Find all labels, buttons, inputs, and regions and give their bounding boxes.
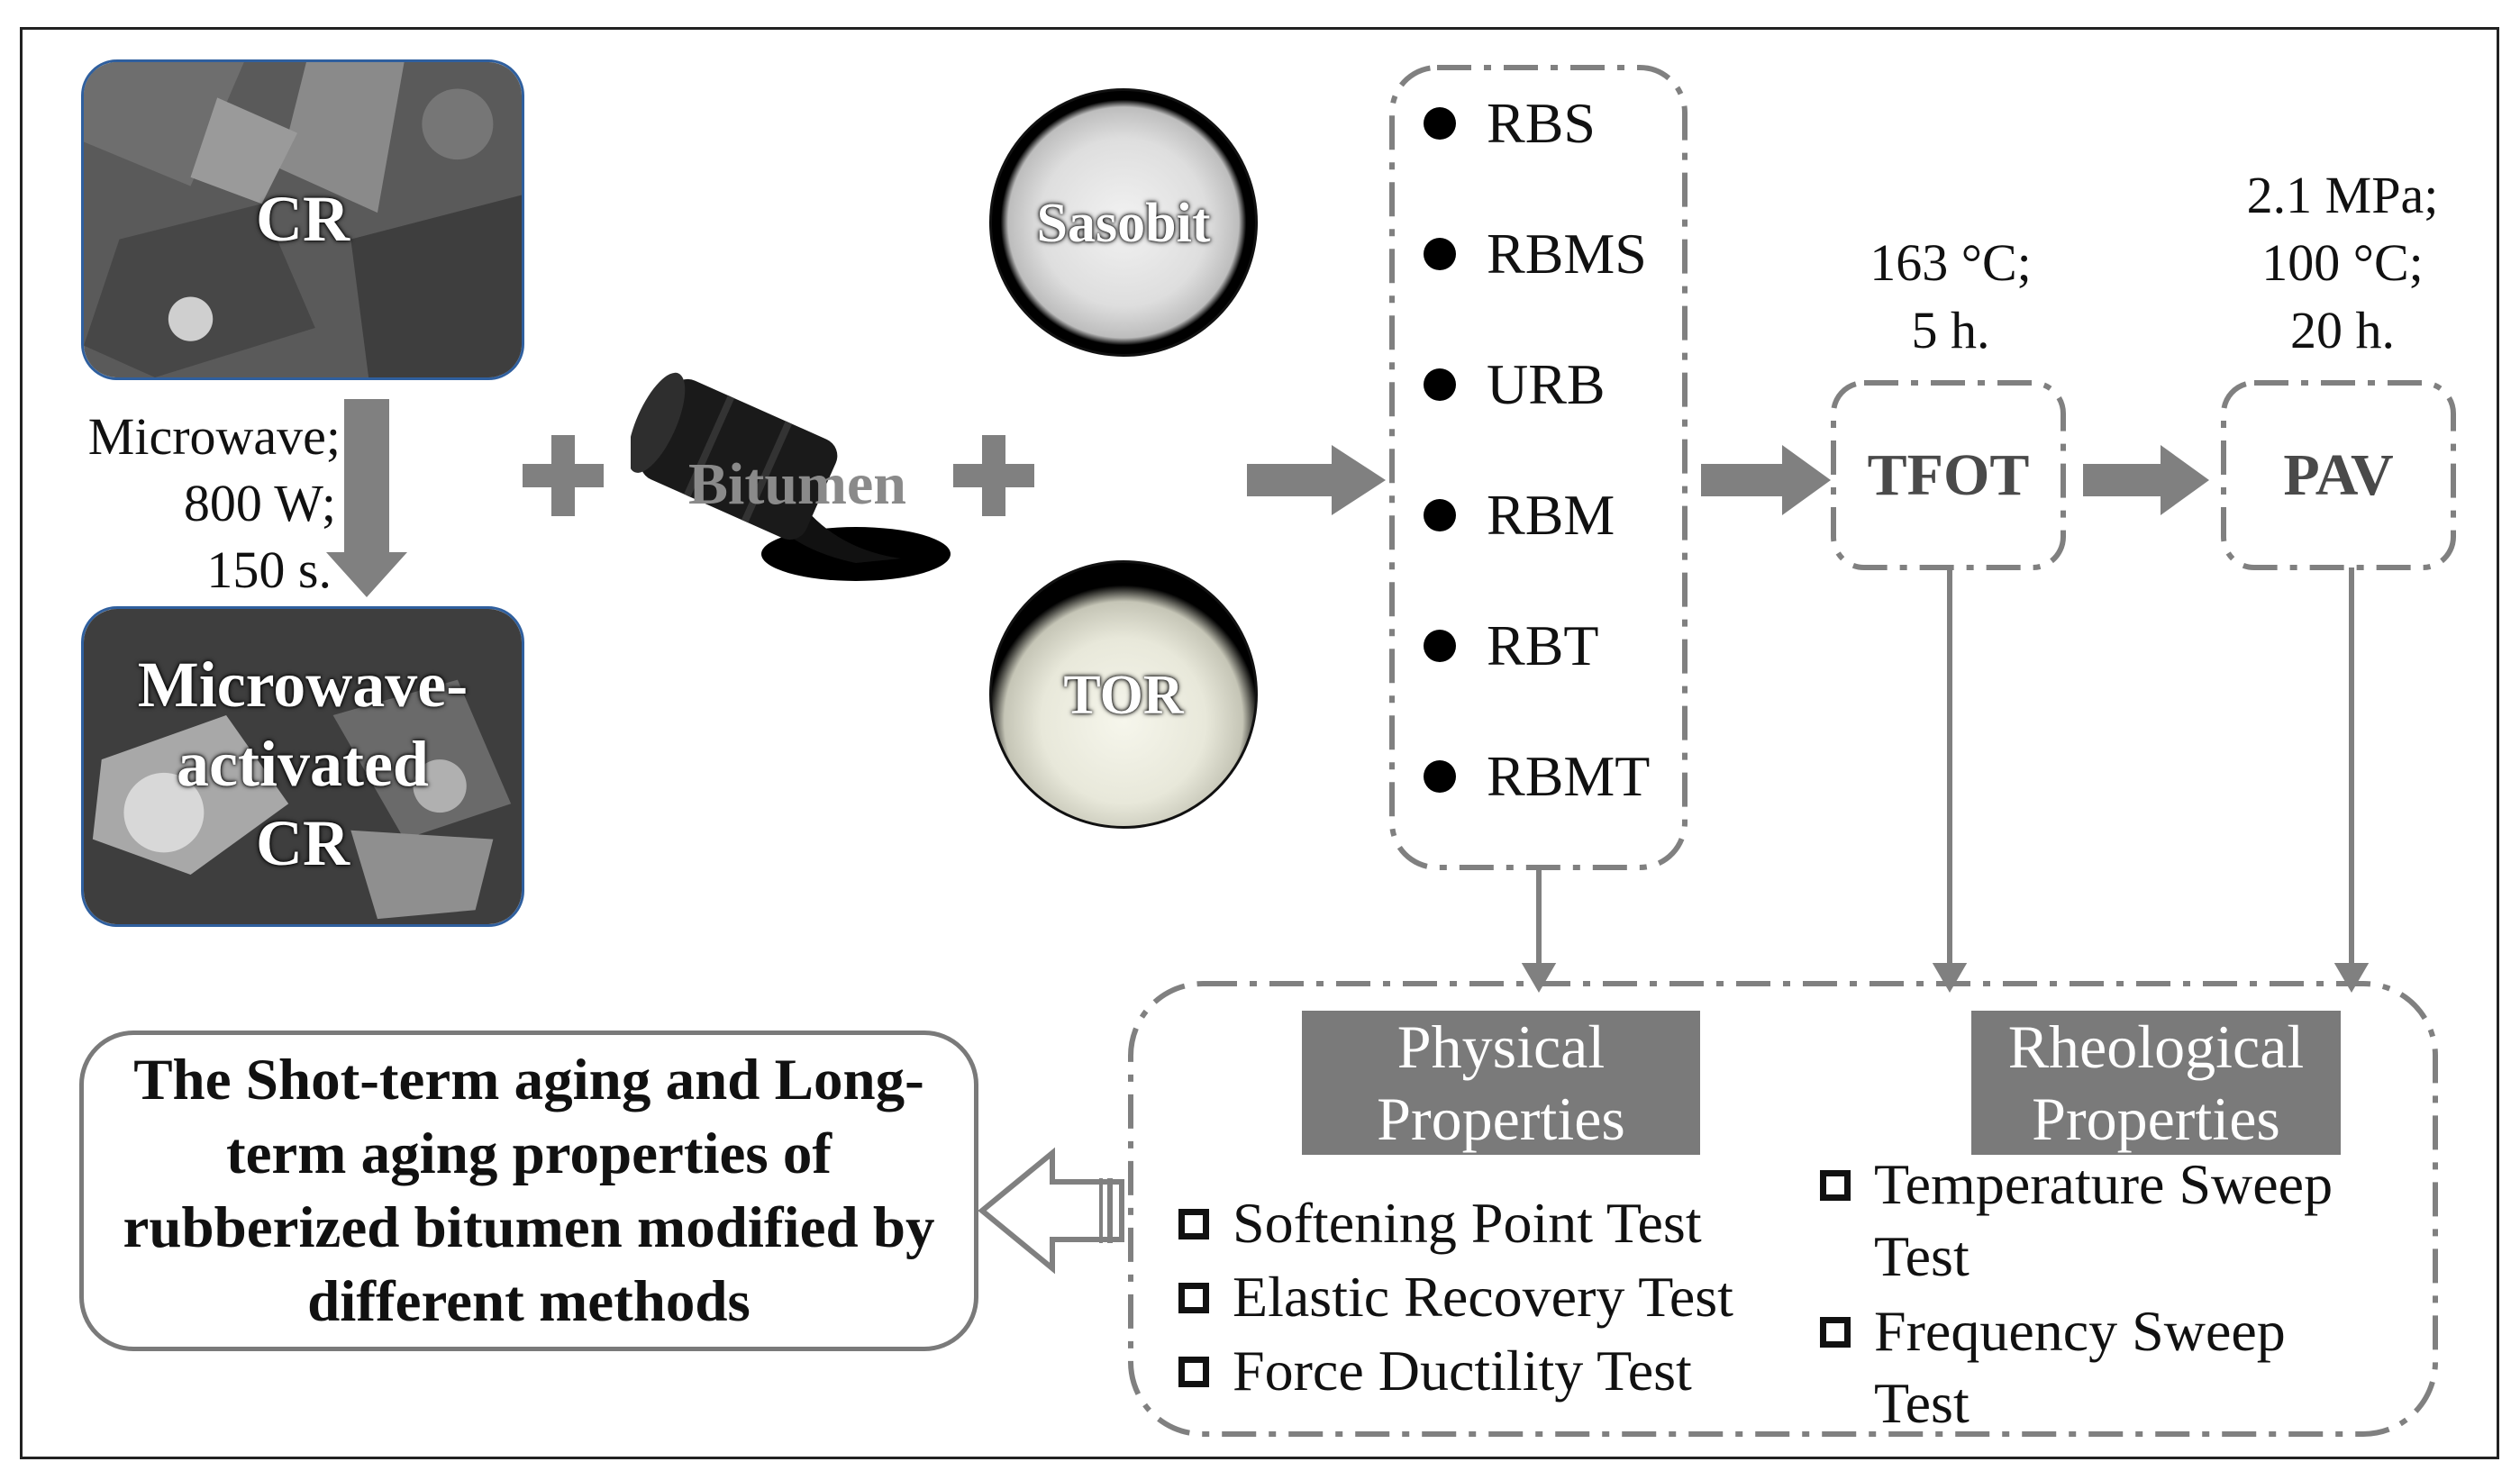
tests-dashed-box (1128, 981, 2438, 1437)
test-label: Temperature Sweep Test (1874, 1152, 2334, 1288)
tor-label: TOR (1063, 665, 1184, 726)
activated-cr-sem-image: Microwave- activated CR (81, 606, 524, 927)
bullet-icon (1424, 238, 1456, 270)
rheological-header-line-2: Properties (2032, 1085, 2280, 1153)
rheological-test-item: Temperature Sweep Test (1820, 1149, 2333, 1293)
tfot-down-arrow (1932, 963, 1968, 993)
rheological-test-item: Frequency Sweep Test (1820, 1295, 2286, 1439)
sample-label: RBM (1487, 483, 1615, 547)
bitumen-barrel-image (631, 372, 951, 581)
physical-test-item: Softening Point Test (1178, 1187, 1702, 1259)
pav-condition-3: 20 h. (2290, 301, 2395, 359)
tfot-label: TFOT (1867, 442, 2030, 508)
bullet-icon (1424, 107, 1456, 140)
arrow-to-tfot (1701, 445, 1831, 515)
microwave-condition-3: 150 s. (206, 540, 332, 599)
microwave-condition-1: Microwave; (87, 407, 341, 466)
sample-item: RBM (1424, 482, 1615, 549)
sample-item: RBT (1424, 613, 1598, 679)
rheological-properties-header: Rheological Properties (1971, 1011, 2341, 1155)
sample-label: RBMT (1487, 744, 1651, 808)
physical-header-line-1: Physical (1396, 1012, 1606, 1081)
checkbox-icon (1178, 1283, 1209, 1313)
checkbox-icon (1178, 1209, 1209, 1239)
test-label: Force Ductility Test (1233, 1339, 1692, 1403)
arrow-to-samples (1247, 445, 1386, 515)
sasobit-label: Sasobit (1036, 193, 1211, 254)
physical-test-item: Force Ductility Test (1178, 1335, 1692, 1407)
pav-condition-1: 2.1 MPa; (2246, 166, 2439, 224)
sample-label: RBT (1487, 613, 1599, 677)
sasobit-image: Sasobit (989, 88, 1258, 357)
cr-sem-image: CR (81, 59, 524, 380)
sample-item: RBMS (1424, 221, 1647, 287)
checkbox-icon (1820, 1317, 1851, 1348)
sem-texture (84, 62, 522, 377)
physical-test-item: Elastic Recovery Test (1178, 1261, 1733, 1333)
samples-down-arrow (1521, 963, 1557, 993)
sample-item: URB (1424, 351, 1606, 418)
result-summary-box: The Shot-term aging and Long-term aging … (79, 1031, 978, 1351)
cr-label: CR (256, 183, 350, 255)
physical-header-line-2: Properties (1377, 1085, 1625, 1153)
sample-item: RBS (1424, 90, 1596, 157)
result-text: The Shot-term aging and Long-term aging … (123, 1048, 935, 1334)
tor-image: TOR (989, 560, 1258, 829)
sem-texture (84, 609, 522, 924)
tfot-condition-1: 163 °C; (1870, 233, 2032, 292)
microwave-condition-2: 800 W; (183, 474, 336, 532)
pav-down-arrow (2334, 963, 2370, 993)
sample-label: URB (1487, 352, 1606, 416)
physical-properties-header: Physical Properties (1302, 1011, 1700, 1155)
tfot-condition-2: 5 h. (1911, 301, 1990, 359)
checkbox-icon (1178, 1357, 1209, 1387)
bullet-icon (1424, 760, 1456, 793)
bullet-icon (1424, 499, 1456, 531)
sample-label: RBS (1487, 91, 1596, 155)
sample-item: RBMT (1424, 743, 1650, 810)
bullet-icon (1424, 630, 1456, 662)
bitumen-label: Bitumen (687, 451, 907, 517)
test-label: Frequency Sweep Test (1874, 1299, 2286, 1435)
arrow-to-pav (2083, 445, 2209, 515)
checkbox-icon (1820, 1170, 1851, 1201)
cr-down-arrow (326, 399, 407, 597)
sample-label: RBMS (1487, 222, 1647, 286)
pav-label: PAV (2283, 442, 2394, 508)
rheological-header-line-1: Rheological (2007, 1012, 2305, 1081)
test-label: Elastic Recovery Test (1233, 1265, 1733, 1329)
bullet-icon (1424, 368, 1456, 401)
figure-frame (20, 27, 2499, 1459)
activated-cr-label: Microwave- activated CR (137, 649, 469, 879)
pav-dashed-box (2221, 380, 2456, 570)
pav-condition-2: 100 °C; (2261, 233, 2424, 292)
test-label: Softening Point Test (1233, 1191, 1702, 1255)
